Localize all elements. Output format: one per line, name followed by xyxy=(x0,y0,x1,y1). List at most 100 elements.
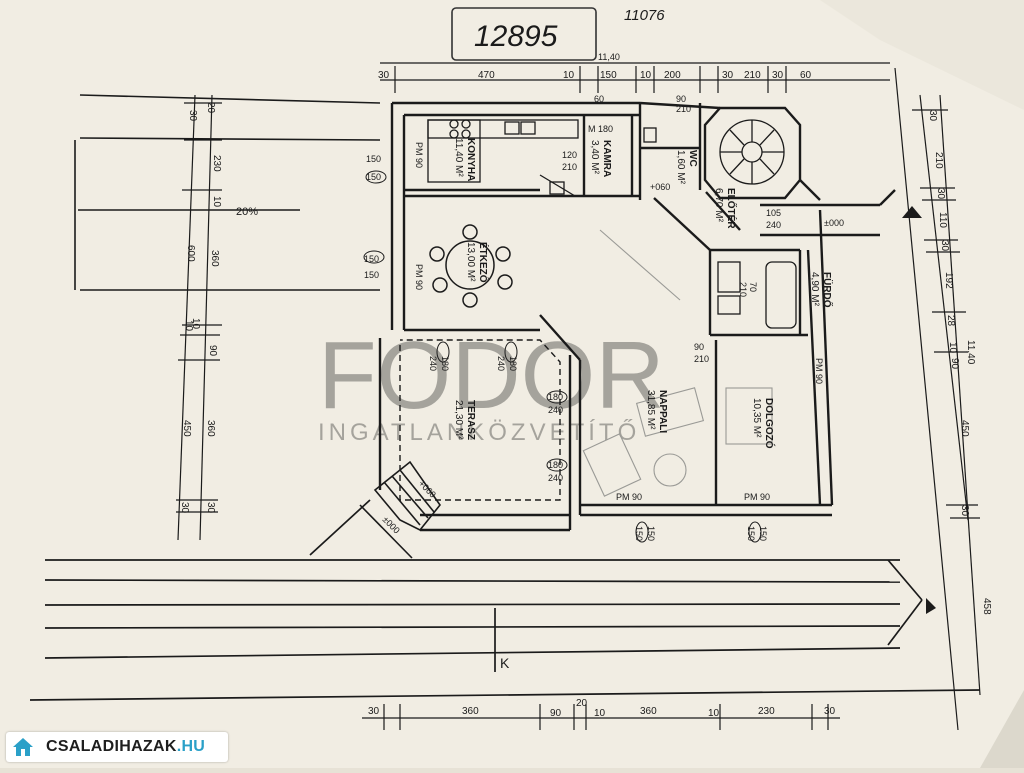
site-watermark-badge: CSALADIHAZAK.HU xyxy=(6,732,228,762)
opening-annotations: PM 90 150 150 150 150 PM 90 120 210 M 18… xyxy=(364,94,844,541)
left-dim-4: 90 xyxy=(207,345,218,357)
right-inner-2: 30 xyxy=(935,188,946,200)
room-konyha-area: 11,40 M² xyxy=(453,138,464,177)
bottom-dim-1: 360 xyxy=(462,706,479,717)
dining-table-icon xyxy=(429,224,513,308)
top-dim-total: 11,40 xyxy=(598,52,620,62)
right-inner-10: 30 xyxy=(959,505,970,517)
bottom-dim-6: 10 xyxy=(708,708,720,719)
kitchen-fixtures xyxy=(427,119,579,197)
terasz-door3-h-label: 240 xyxy=(548,405,563,415)
level-entry-label: ±000 xyxy=(824,218,844,228)
right-inner-5: 192 xyxy=(943,272,954,289)
room-konyha-name: KONYHA xyxy=(465,138,476,181)
top-dim-0: 30 xyxy=(378,70,390,81)
win-bottom-right-h-label: 150 xyxy=(746,526,756,541)
top-dim-8: 30 xyxy=(772,70,784,81)
right-dim-1: 458 xyxy=(981,598,992,615)
left-dim-1: 20 xyxy=(205,102,216,114)
dolgozo-window-label: PM 90 xyxy=(744,492,770,502)
left-inner-3: 10 xyxy=(190,318,201,330)
pencil-furniture-sketch xyxy=(582,229,773,497)
right-dim-0: 11,40 xyxy=(965,340,976,365)
badge-tld: .HU xyxy=(176,738,206,755)
site-lines-left xyxy=(74,94,381,291)
win-bottom-right-label: 150 xyxy=(758,526,768,541)
left-inner-1: 10 xyxy=(211,196,222,208)
room-etkezo-area: 13,00 M² xyxy=(465,242,476,282)
bottom-dim-4: 10 xyxy=(594,708,606,719)
top-dim-6: 30 xyxy=(722,70,734,81)
dolgozo-side-window-label: PM 90 xyxy=(814,358,824,384)
bottom-dim-8: 30 xyxy=(824,706,836,717)
room-furdo-name: FÜRDŐ xyxy=(821,272,834,308)
right-inner-4: 30 xyxy=(939,240,950,252)
kitchen-window-label: PM 90 xyxy=(414,142,424,168)
terasz-door2-h-label: 240 xyxy=(496,356,506,371)
etkezo-opening-label: 150 xyxy=(364,254,379,264)
room-eloter-area: 6,70 M² xyxy=(713,188,724,223)
site-lines-bottom xyxy=(29,499,981,701)
terasz-door4-h-label: 240 xyxy=(548,473,563,483)
nappali-window-label: PM 90 xyxy=(616,492,642,502)
left-dim-lines xyxy=(176,94,222,541)
site-arrow-icon xyxy=(926,598,936,614)
room-etkezo-name: ÉTKEZŐ xyxy=(477,242,490,283)
room-kamra-area: 3,40 M² xyxy=(589,140,600,175)
badge-name: CSALADIHAZAK xyxy=(46,738,177,755)
room-eloter-name: ELŐTÉR xyxy=(725,188,738,229)
room-terasz-area: 21,30 M² xyxy=(453,400,464,440)
top-dim-5: 200 xyxy=(664,70,681,81)
top-dim-4: 10 xyxy=(640,70,652,81)
left-dim-6: 30 xyxy=(179,502,190,514)
room-nappali-area: 31,85 M² xyxy=(645,390,656,430)
terasz-door3-label: 180 xyxy=(548,392,563,402)
left-dim-labels: 30 20 600 10 90 450 30 230 10 360 10 360… xyxy=(179,102,222,514)
room-terasz-name: TERASZ xyxy=(465,400,476,440)
room-furdo-area: 4,90 M² xyxy=(809,272,820,307)
terrace-dashed-outline xyxy=(399,339,561,501)
bottom-dim-7: 230 xyxy=(758,706,775,717)
bottom-dim-3: 20 xyxy=(576,698,588,709)
opening-circles xyxy=(363,170,762,543)
terasz-door4-label: 180 xyxy=(548,460,563,470)
exterior-walls xyxy=(378,101,896,532)
furdo-door-label: 70 xyxy=(748,282,758,292)
left-inner-0: 230 xyxy=(211,155,222,172)
passage-door-label: 90 xyxy=(676,94,686,104)
terrace-steps xyxy=(359,460,441,559)
right-inner-8: 90 xyxy=(949,358,960,370)
passage-door-h-label: 210 xyxy=(676,104,691,114)
room-nappali-name: NAPPALI xyxy=(657,390,668,433)
wc-door-label: 60 xyxy=(594,94,604,104)
room-kamra-name: KAMRA xyxy=(601,140,612,177)
top-dim-9: 60 xyxy=(800,70,812,81)
bottom-dim-lines xyxy=(362,704,840,730)
etkezo-opening-h-label: 150 xyxy=(364,270,379,280)
kitchen-door-h-label: 210 xyxy=(562,162,577,172)
ref-box xyxy=(451,7,597,61)
bathroom-fixtures xyxy=(643,127,797,329)
eloter-door-label: 105 xyxy=(766,208,781,218)
watermark-brand: FODOR xyxy=(318,322,665,429)
left-inner-5: 30 xyxy=(205,502,216,514)
ref-number-corner: 11076 xyxy=(624,7,665,24)
right-inner-1: 210 xyxy=(933,152,944,169)
right-dim-labels: 11,40 458 30 210 30 110 30 192 28 10 90 … xyxy=(927,110,992,615)
pantry-door-label: M 180 xyxy=(588,124,613,134)
slope-label: 20% xyxy=(236,206,258,218)
nappali-door-h-label: 210 xyxy=(694,354,709,364)
north-marker: K xyxy=(500,655,510,671)
terasz-door2-label: 180 xyxy=(508,356,518,371)
level-eloter-label: +060 xyxy=(650,182,670,192)
spiral-stair-icon xyxy=(719,119,785,185)
top-dim-7: 210 xyxy=(744,70,761,81)
room-labels: KONYHA 11,40 M² KAMRA 3,40 M² WC 1,60 M²… xyxy=(453,138,834,449)
ref-number: 12895 xyxy=(474,20,558,53)
top-dim-1: 470 xyxy=(478,70,495,81)
bottom-dim-2: 90 xyxy=(550,708,562,719)
win-bottom-left-label: 150 xyxy=(646,526,656,541)
